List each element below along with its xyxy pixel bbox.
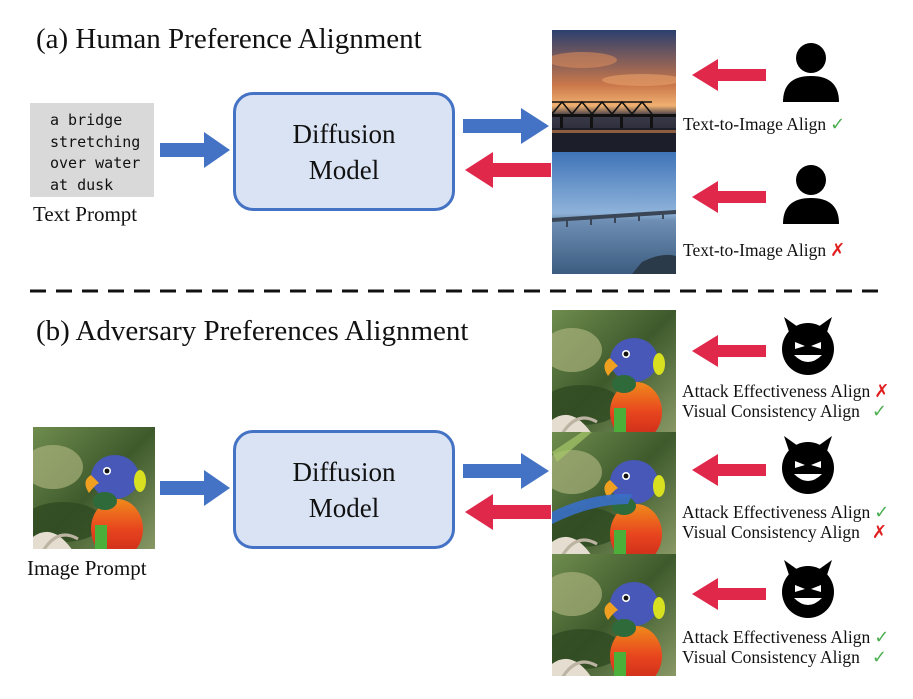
alignment-label-row: Text-to-Image Align✗ xyxy=(683,240,845,261)
text-prompt-caption: Text Prompt xyxy=(33,202,138,226)
diffusion-model-box: Diffusion Model xyxy=(233,92,455,211)
prompt-line: a bridge xyxy=(50,111,123,129)
alignment-label: Visual Consistency Align xyxy=(682,401,860,421)
section-divider xyxy=(30,289,885,293)
alignment-label: Visual Consistency Align xyxy=(682,647,860,667)
person-icon xyxy=(783,43,839,102)
person-icon xyxy=(783,165,839,224)
bridge-daylight-photo xyxy=(552,152,676,274)
alignment-label-row: Visual Consistency Align ✗ xyxy=(682,522,889,543)
feedback-arrow-icon xyxy=(692,454,766,486)
text-prompt-box: a bridge stretching over water at dusk xyxy=(30,103,154,197)
check-mark-icon: ✓ xyxy=(874,502,890,523)
feedback-arrow-icon xyxy=(465,152,551,188)
alignment-label: Attack Effectiveness Align xyxy=(682,627,871,647)
section-b-title: (b) Adversary Preferences Alignment xyxy=(36,315,469,347)
alignment-label-row: Attack Effectiveness Align✓ xyxy=(682,627,890,648)
image-prompt-caption: Image Prompt xyxy=(27,556,147,580)
alignment-label-group: Attack Effectiveness Align✓ Visual Consi… xyxy=(682,502,890,543)
devil-face-icon xyxy=(782,560,834,618)
parrot-photo xyxy=(552,554,676,676)
alignment-label: Visual Consistency Align xyxy=(682,522,860,542)
model-label-line: Diffusion xyxy=(292,118,396,149)
alignment-label: Attack Effectiveness Align xyxy=(682,381,871,401)
feedback-arrow-icon xyxy=(692,59,766,91)
devil-face-icon xyxy=(782,317,834,375)
alignment-label-group: Attack Effectiveness Align✗ Visual Consi… xyxy=(682,381,890,422)
bridge-at-dusk-photo xyxy=(552,30,676,152)
alignment-label-row: Attack Effectiveness Align✓ xyxy=(682,502,890,523)
diffusion-model-box: Diffusion Model xyxy=(233,430,455,549)
image-prompt-photo xyxy=(33,427,155,549)
alignment-label-row: Attack Effectiveness Align✗ xyxy=(682,381,890,402)
model-label-line: Diffusion xyxy=(292,456,396,487)
feedback-arrow-icon xyxy=(465,494,551,530)
devil-face-icon xyxy=(782,436,834,494)
cross-mark-icon: ✗ xyxy=(874,381,890,402)
cross-mark-icon: ✗ xyxy=(871,522,887,543)
forward-arrow-icon xyxy=(463,108,549,144)
prompt-line: at dusk xyxy=(50,175,114,194)
alignment-label-row: Text-to-Image Align✓ xyxy=(683,114,845,135)
alignment-label: Attack Effectiveness Align xyxy=(682,502,871,522)
check-mark-icon: ✓ xyxy=(871,647,887,668)
parrot-photo xyxy=(552,310,676,432)
feedback-arrow-icon xyxy=(692,578,766,610)
alignment-label-group: Attack Effectiveness Align✓ Visual Consi… xyxy=(682,627,890,668)
prompt-line: stretching xyxy=(50,132,141,151)
check-mark-icon: ✓ xyxy=(830,114,846,135)
section-a-title: (a) Human Preference Alignment xyxy=(36,23,422,55)
forward-arrow-icon xyxy=(160,132,230,168)
check-mark-icon: ✓ xyxy=(871,401,887,422)
model-label-line: Model xyxy=(308,492,380,523)
cross-mark-icon: ✗ xyxy=(830,240,846,261)
prompt-line: over water xyxy=(50,154,141,172)
feedback-arrow-icon xyxy=(692,181,766,213)
alignment-label-row: Visual Consistency Align ✓ xyxy=(682,647,889,668)
alignment-label: Text-to-Image Align xyxy=(683,240,827,260)
model-label-line: Model xyxy=(308,154,380,185)
forward-arrow-icon xyxy=(160,470,230,506)
forward-arrow-icon xyxy=(463,453,549,489)
feedback-arrow-icon xyxy=(692,335,766,367)
check-mark-icon: ✓ xyxy=(874,627,890,648)
parrot-distorted-photo xyxy=(552,432,676,554)
alignment-label: Text-to-Image Align xyxy=(683,114,827,134)
alignment-label-row: Visual Consistency Align ✓ xyxy=(682,401,889,422)
